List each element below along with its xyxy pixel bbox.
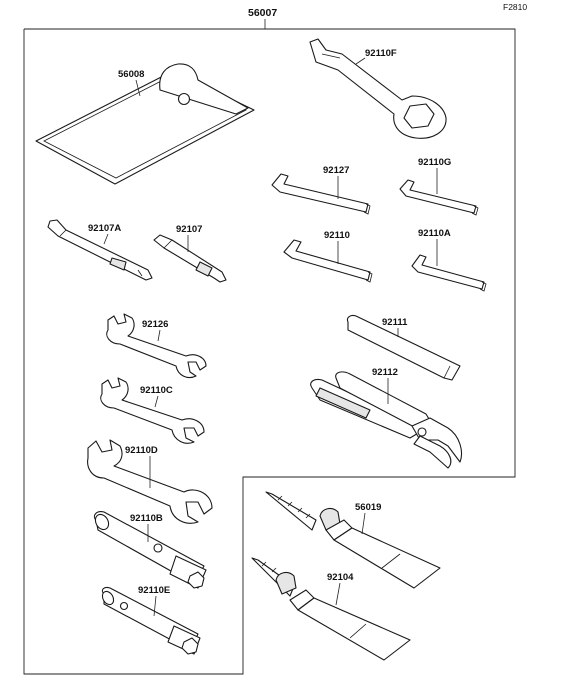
- figure-code: F2810: [503, 2, 527, 12]
- label-92110F: 92110F: [365, 48, 397, 59]
- grease-tube-56019: [265, 491, 441, 589]
- label-92110A: 92110A: [418, 228, 451, 239]
- leader-56008: [135, 79, 141, 97]
- pliers: [310, 371, 463, 469]
- leader-92126: [157, 329, 161, 342]
- leader-92104: [335, 582, 341, 606]
- screwdriver-bit: [153, 234, 227, 283]
- kit-label: 56007: [248, 7, 277, 19]
- leader-92110E: [153, 595, 157, 617]
- label-92127: 92127: [323, 165, 349, 176]
- handle-bar: [346, 314, 461, 381]
- label-92126: 92126: [142, 319, 168, 330]
- ring-wrench: [309, 38, 447, 139]
- leader-92110F: [355, 57, 366, 65]
- leader-92110C: [154, 395, 159, 408]
- label-92107A: 92107A: [88, 223, 121, 234]
- label-56008: 56008: [118, 69, 144, 80]
- tool-bag: [35, 63, 255, 185]
- hex-key-92110A: [411, 254, 487, 292]
- label-92107: 92107: [176, 224, 202, 235]
- hex-key-92110: [283, 239, 373, 283]
- label-92110: 92110: [324, 230, 350, 241]
- label-92110G: 92110G: [418, 157, 451, 168]
- label-92104: 92104: [327, 572, 354, 583]
- kit-frame: [23, 28, 516, 675]
- screwdriver-bit-double: [47, 219, 153, 281]
- open-wrench-92126: [106, 313, 207, 379]
- label-92110C: 92110C: [140, 385, 173, 396]
- hex-key-92110G: [399, 179, 479, 216]
- box-wrench-92110E: [101, 586, 201, 655]
- label-92112: 92112: [372, 367, 398, 378]
- label-92111: 92111: [382, 317, 408, 328]
- open-wrench-92110C: [100, 377, 205, 444]
- leader-92107A: [103, 233, 109, 245]
- grease-tube-92104: [251, 557, 411, 661]
- hex-key-92127: [271, 173, 371, 215]
- box-wrench-92110B: [93, 511, 207, 589]
- leader-56019: [361, 512, 366, 535]
- label-92110D: 92110D: [125, 445, 158, 456]
- label-92110E: 92110E: [138, 585, 170, 596]
- label-56019: 56019: [355, 502, 381, 513]
- label-92110B: 92110B: [130, 513, 163, 524]
